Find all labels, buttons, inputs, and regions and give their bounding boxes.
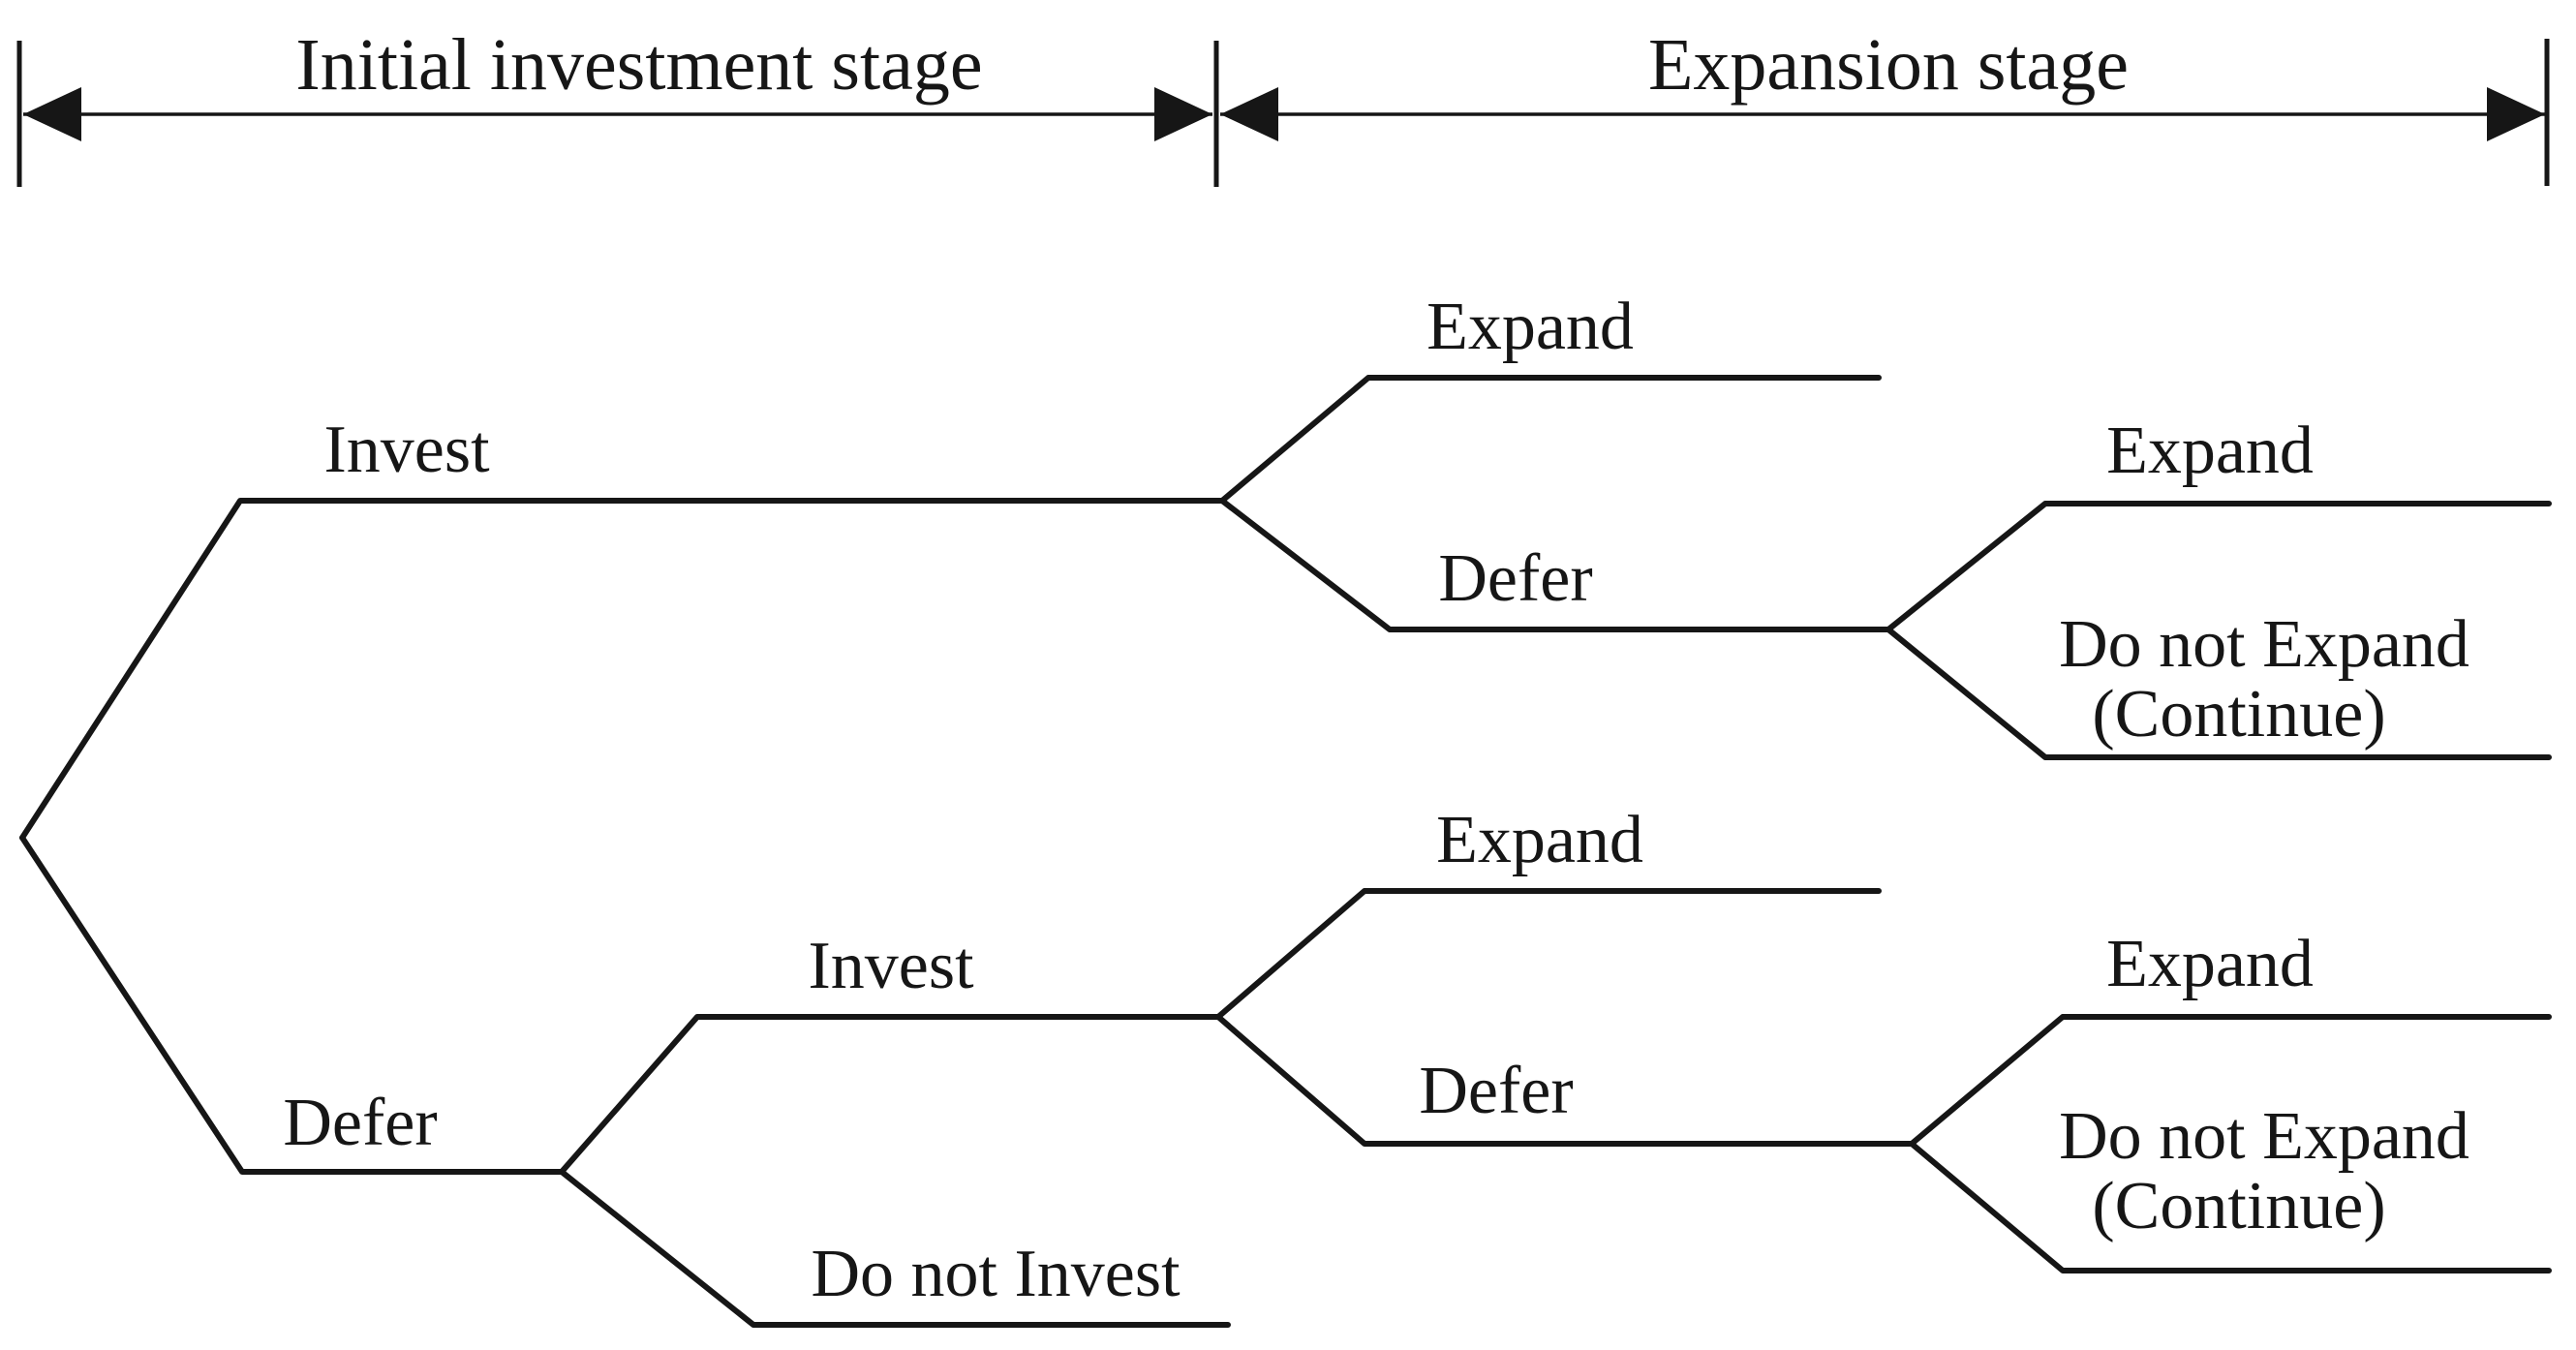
- branch-invest-expand-line: [19, 375, 1882, 841]
- stage-ruler-arrowheads: [23, 87, 2545, 141]
- branch-defer-donotinvest-line: [559, 1169, 1231, 1328]
- arrowhead-left-icon: [23, 87, 81, 141]
- defer-invest-defer-expand-label: Expand: [2106, 927, 2314, 1001]
- figure-labels: Initial investment stage Expansion stage…: [283, 24, 2469, 1311]
- defer-invest-defer-donotexpand-sublabel: (Continue): [2092, 1169, 2385, 1243]
- branch-invest-defer-donotexpand-line: [1886, 627, 2552, 760]
- decision-tree-branches: [19, 375, 2552, 1328]
- invest-defer-donotexpand-sublabel: (Continue): [2092, 677, 2385, 752]
- invest-defer-expand-label: Expand: [2106, 414, 2314, 488]
- expansion-stage-label: Expansion stage: [1648, 24, 2129, 106]
- arrowhead-right-icon: [1154, 87, 1212, 141]
- branch-defer-invest-expand-line: [19, 835, 1882, 1175]
- invest-label: Invest: [323, 413, 490, 487]
- defer-invest-label: Invest: [808, 929, 974, 1003]
- defer-invest-defer-donotexpand-label: Do not Expand: [2059, 1099, 2469, 1174]
- defer-label: Defer: [283, 1086, 437, 1160]
- invest-defer-donotexpand-label: Do not Expand: [2059, 607, 2469, 682]
- initial-stage-label: Initial investment stage: [295, 24, 982, 106]
- defer-donotinvest-label: Do not Invest: [811, 1237, 1181, 1311]
- invest-defer-label: Defer: [1438, 541, 1592, 616]
- arrowhead-right-icon: [2487, 87, 2545, 141]
- branch-defer-invest-defer-donotexpand-line: [1909, 1141, 2552, 1273]
- defer-invest-defer-label: Defer: [1419, 1054, 1573, 1128]
- invest-expand-label: Expand: [1426, 290, 1634, 364]
- stage-ruler: [16, 39, 2550, 187]
- arrowhead-left-icon: [1220, 87, 1278, 141]
- defer-invest-expand-label: Expand: [1436, 803, 1643, 877]
